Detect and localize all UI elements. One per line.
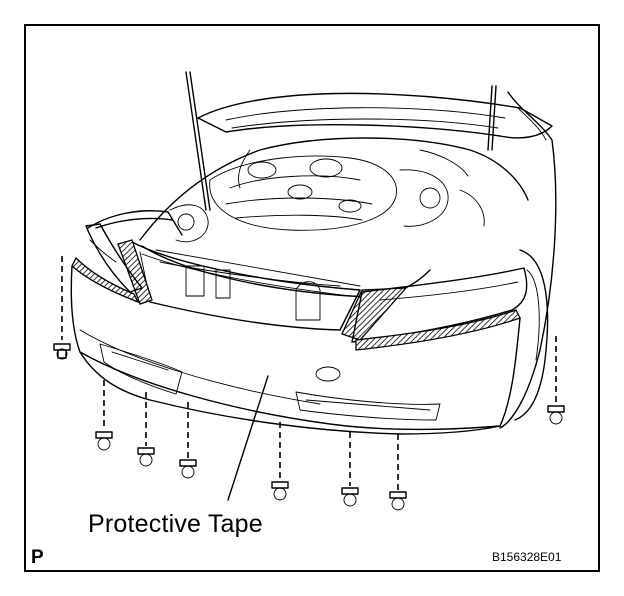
bumper-clip bbox=[95, 380, 113, 451]
figure-frame bbox=[24, 24, 600, 572]
hood-stay-left bbox=[185, 71, 211, 211]
bumper-clip bbox=[179, 402, 197, 479]
callout-leader bbox=[227, 375, 269, 501]
figure-id: B156328E01 bbox=[492, 550, 562, 564]
protective-tape-label: Protective Tape bbox=[88, 510, 263, 538]
hood bbox=[197, 92, 553, 139]
hood-stay-right bbox=[487, 85, 497, 151]
bumper-clip bbox=[271, 422, 289, 501]
bumper-cover bbox=[70, 265, 521, 435]
view-code: P bbox=[31, 547, 44, 568]
protective-tape-left-grille-side bbox=[117, 239, 153, 305]
bumper-clip bbox=[547, 336, 565, 425]
bumper-clip bbox=[389, 434, 407, 511]
engine-compartment bbox=[139, 137, 529, 321]
radiator-grille bbox=[131, 241, 361, 331]
bumper-clip bbox=[53, 256, 71, 360]
left-fender bbox=[87, 210, 183, 236]
bumper-clip bbox=[341, 432, 359, 507]
bumper-clip bbox=[137, 392, 155, 467]
right-fender bbox=[499, 91, 557, 429]
protective-tape-left-headlamp bbox=[71, 256, 140, 304]
left-headlamp bbox=[85, 223, 143, 293]
